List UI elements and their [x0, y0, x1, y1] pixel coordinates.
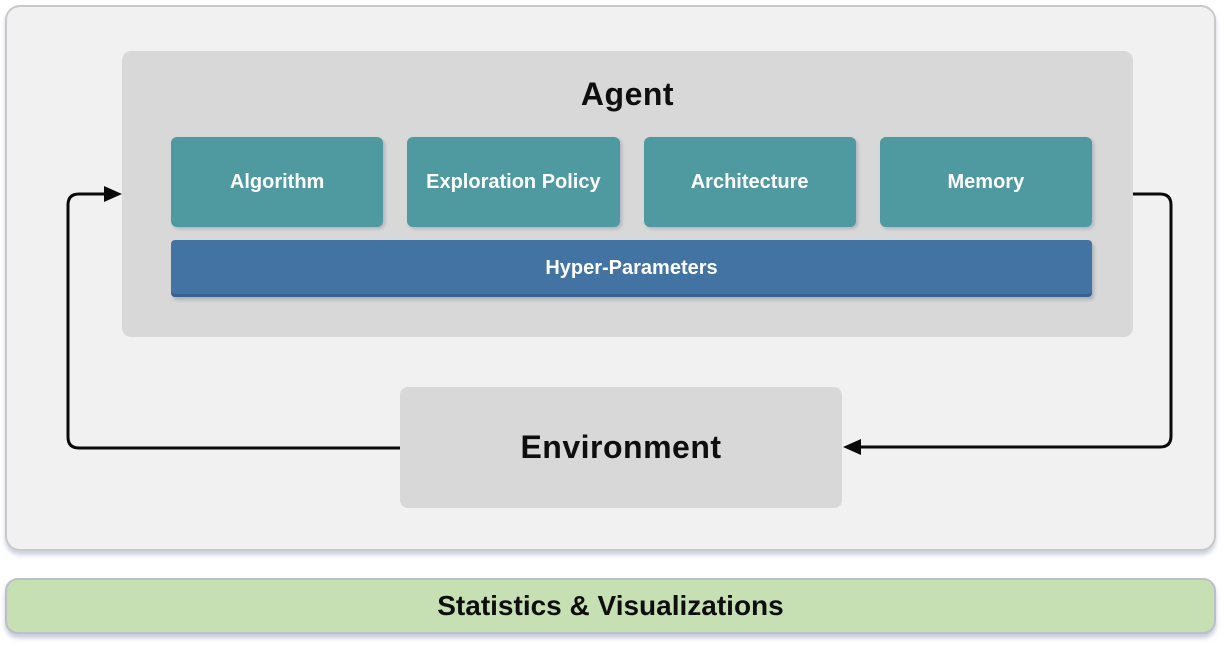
memory-box: Memory [879, 137, 1092, 227]
agent-title: Agent [580, 76, 675, 112]
architecture-label: Architecture [690, 170, 809, 193]
architecture-box: Architecture [643, 137, 856, 227]
exploration-policy-box: Exploration Policy [407, 137, 620, 227]
hyper-parameters-box: Hyper-Parameters [171, 240, 1092, 297]
statistics-visualizations-bar: Statistics & Visualizations [5, 578, 1216, 634]
memory-label: Memory [947, 170, 1025, 193]
algorithm-box: Algorithm [171, 137, 384, 227]
hyper-parameters-label: Hyper-Parameters [545, 257, 718, 279]
algorithm-label: Algorithm [229, 170, 325, 193]
exploration-policy-label: Exploration Policy [426, 170, 601, 193]
agent-component-row: Algorithm Exploration Policy Architectur… [171, 137, 1092, 227]
environment-box: Environment [400, 387, 842, 508]
statistics-visualizations-label: Statistics & Visualizations [437, 590, 784, 621]
agent-box: Agent Algorithm Exploration Policy Archi… [122, 51, 1133, 337]
environment-title: Environment [520, 429, 722, 465]
